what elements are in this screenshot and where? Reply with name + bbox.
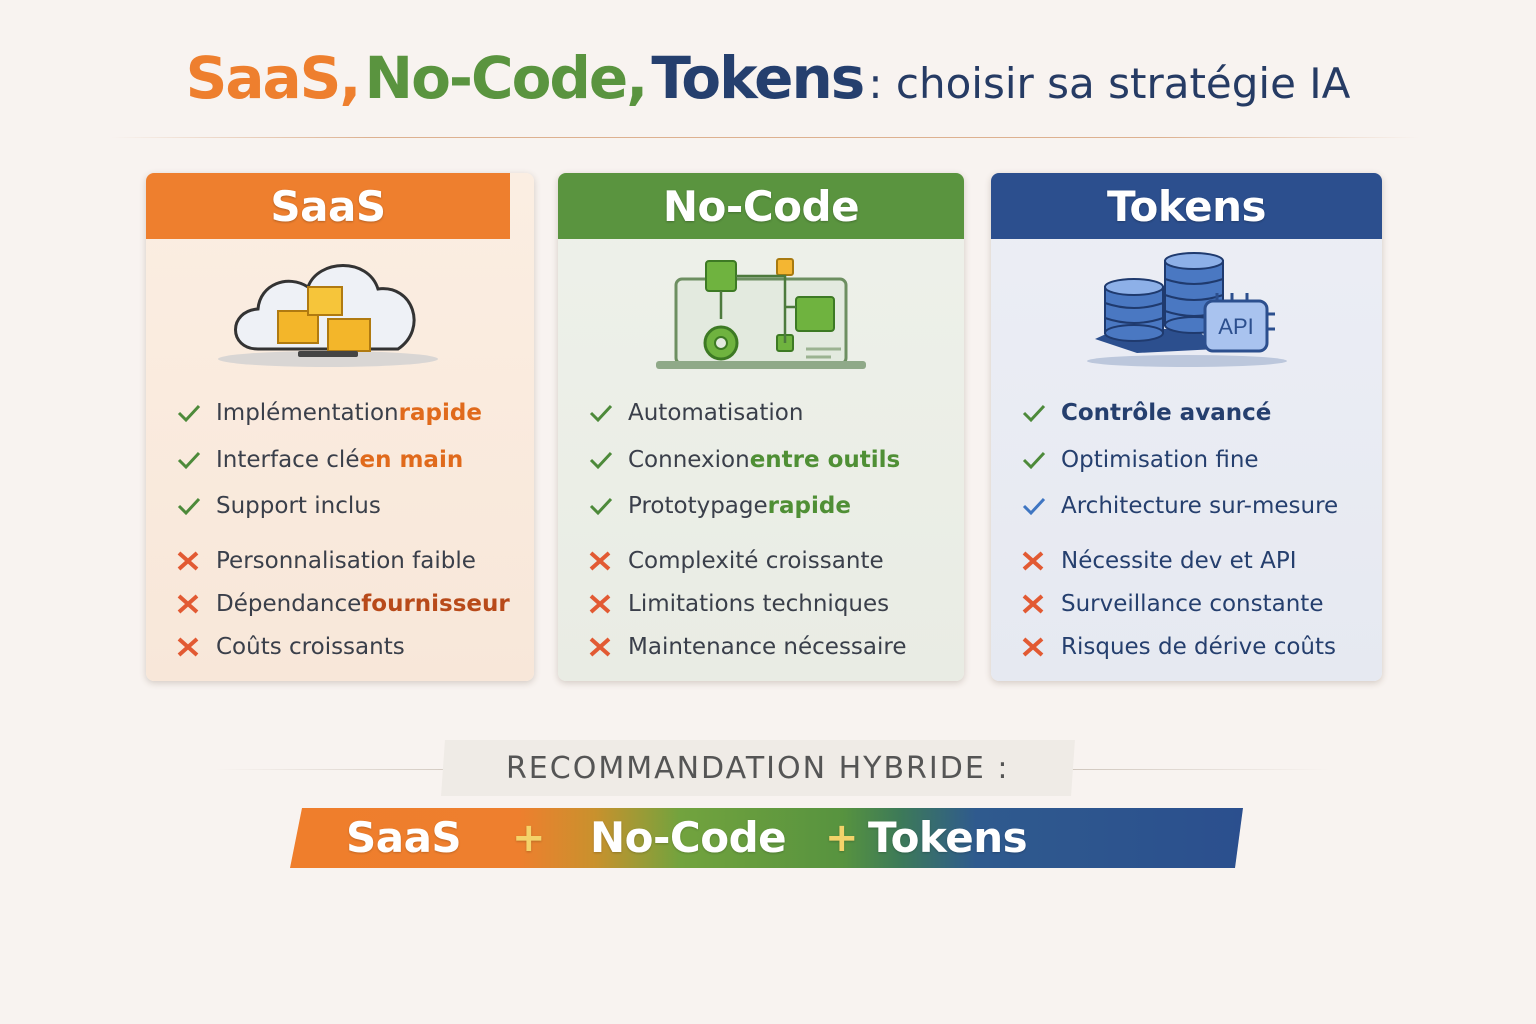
cross-icon (1021, 593, 1061, 615)
list-item: Limitations techniques (588, 586, 889, 622)
list-item: Personnalisation faible (176, 543, 476, 579)
card-title-tokens: Tokens (1106, 181, 1267, 231)
list-item: Risques de dérive coûts (1021, 629, 1336, 665)
list-item: Maintenance nécessaire (588, 629, 907, 665)
check-icon (176, 403, 216, 423)
recommendation-banner: SaaS + No-Code + Tokens (290, 808, 1243, 868)
cloud-boxes-icon (146, 249, 510, 549)
card-title-saas: SaaS (270, 181, 386, 231)
cross-icon (1021, 636, 1061, 658)
title-divider (110, 137, 1420, 138)
check-icon (588, 496, 628, 516)
card-header-nocode: No-Code (558, 173, 964, 239)
check-icon (1021, 496, 1061, 516)
cross-icon (588, 550, 628, 572)
list-item: Automatisation (588, 395, 803, 431)
list-item: Dépendance fournisseur (176, 586, 510, 622)
check-icon (588, 403, 628, 423)
cross-icon (588, 593, 628, 615)
card-header-saas: SaaS (146, 173, 510, 239)
list-item: Contrôle avancé (1021, 395, 1271, 431)
database-api-chip-icon: API (991, 249, 1382, 549)
check-icon (176, 496, 216, 516)
card-title-nocode: No-Code (662, 181, 860, 231)
list-item: Prototypage rapide (588, 488, 851, 524)
list-item: Connexion entre outils (588, 442, 900, 478)
plus-icon: + (512, 815, 546, 861)
list-item: Optimisation fine (1021, 442, 1259, 478)
title-tokens: Tokens (651, 44, 865, 112)
check-icon (1021, 403, 1061, 423)
check-icon (588, 450, 628, 470)
title-saas: SaaS, (185, 44, 362, 112)
cross-icon (176, 636, 216, 658)
cross-icon (176, 550, 216, 572)
api-label: API (1218, 314, 1253, 339)
list-item: Support inclus (176, 488, 381, 524)
check-icon (1021, 450, 1061, 470)
recommendation-label: RECOMMANDATION HYBRIDE : (441, 740, 1075, 796)
card-tokens: Tokens API Contrôle avancé (991, 173, 1382, 681)
title-nocode: No-Code, (364, 44, 649, 112)
main-title: SaaS, No-Code, Tokens : choisir sa strat… (0, 38, 1536, 133)
list-item: Interface clé en main (176, 442, 463, 478)
banner-nocode: No-Code (590, 813, 787, 862)
list-item: Nécessite dev et API (1021, 543, 1297, 579)
cross-icon (176, 593, 216, 615)
plus-icon: + (825, 815, 859, 861)
check-icon (176, 450, 216, 470)
list-item: Implémentation rapide (176, 395, 482, 431)
card-header-tokens: Tokens (991, 173, 1382, 239)
card-saas: SaaS Implémentation rapide Interface clé… (146, 173, 534, 681)
list-item: Surveillance constante (1021, 586, 1323, 622)
cross-icon (1021, 550, 1061, 572)
list-item: Coûts croissants (176, 629, 405, 665)
cross-icon (588, 636, 628, 658)
banner-saas: SaaS (346, 813, 462, 862)
list-item: Architecture sur-mesure (1021, 488, 1338, 524)
card-nocode: No-Code Automatisation Connexion entre o… (558, 173, 964, 681)
banner-tokens: Tokens (868, 813, 1028, 862)
title-subtitle: : choisir sa stratégie IA (868, 59, 1351, 108)
workflow-laptop-icon (558, 249, 964, 549)
list-item: Complexité croissante (588, 543, 884, 579)
